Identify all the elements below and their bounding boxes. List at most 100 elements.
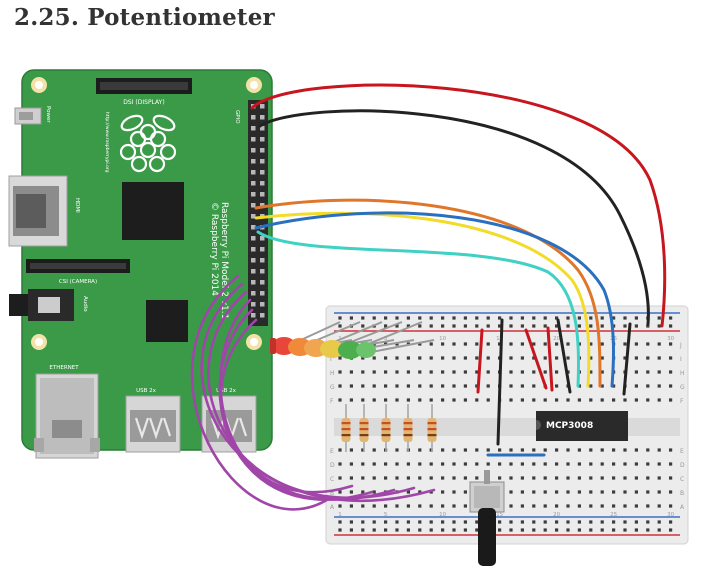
breadboard-hole	[577, 462, 581, 466]
breadboard-hole	[634, 520, 638, 524]
breadboard-hole	[509, 356, 513, 360]
audio-label: Audio	[82, 296, 88, 312]
gpio-pin	[251, 258, 256, 263]
breadboard-hole	[361, 528, 365, 532]
breadboard-hole	[452, 476, 456, 480]
breadboard-hole	[486, 384, 490, 388]
breadboard-hole	[338, 370, 342, 374]
breadboard-hole	[520, 520, 524, 524]
breadboard-hole	[418, 384, 422, 388]
breadboard-hole	[384, 370, 388, 374]
breadboard-hole	[349, 384, 353, 388]
breadboard-hole	[623, 520, 627, 524]
breadboard-hole	[669, 356, 673, 360]
breadboard-hole	[384, 356, 388, 360]
breadboard-hole	[532, 490, 536, 494]
gpio-pin	[260, 203, 265, 208]
breadboard-hole	[372, 476, 376, 480]
breadboard-hole	[657, 490, 661, 494]
gpio-pin	[251, 126, 256, 131]
breadboard-hole	[452, 384, 456, 388]
breadboard-hole	[555, 324, 559, 328]
breadboard-hole	[657, 370, 661, 374]
row-label: C	[680, 476, 684, 483]
breadboard-hole	[441, 490, 445, 494]
breadboard-hole	[429, 342, 433, 346]
breadboard-hole	[600, 520, 604, 524]
breadboard-hole	[406, 476, 410, 480]
breadboard-hole	[441, 504, 445, 508]
row-label: I	[330, 356, 332, 363]
breadboard-hole	[589, 316, 593, 320]
breadboard-hole	[361, 520, 365, 524]
red-wire	[250, 83, 667, 328]
breadboard-hole	[349, 448, 353, 452]
breadboard-hole	[634, 370, 638, 374]
red-jumper	[476, 328, 484, 394]
breadboard-hole	[498, 316, 502, 320]
gpio-pin	[251, 269, 256, 274]
resistor-band	[341, 434, 351, 437]
breadboard-hole	[349, 370, 353, 374]
breadboard-hole	[372, 398, 376, 402]
breadboard-hole	[566, 476, 570, 480]
long-wires	[250, 83, 667, 396]
breadboard-hole	[520, 448, 524, 452]
breadboard-hole	[623, 342, 627, 346]
column-number: 5	[384, 512, 388, 518]
breadboard-hole	[384, 476, 388, 480]
column-number: 30	[667, 336, 674, 342]
mcp3008-chip: MCP3008	[536, 411, 628, 441]
breadboard-hole	[372, 520, 376, 524]
gpio-pin	[251, 159, 256, 164]
breadboard-hole	[543, 356, 547, 360]
gpio-pin	[260, 104, 265, 109]
breadboard-hole	[349, 398, 353, 402]
column-number: 10	[439, 336, 446, 342]
breadboard-hole	[657, 356, 661, 360]
breadboard-hole	[475, 316, 479, 320]
resistor-band	[427, 434, 437, 437]
breadboard-hole	[589, 448, 593, 452]
breadboard-hole	[338, 316, 342, 320]
breadboard-hole	[509, 462, 513, 466]
breadboard-hole	[429, 324, 433, 328]
breadboard-hole	[657, 504, 661, 508]
breadboard-hole	[418, 504, 422, 508]
breadboard-hole	[543, 316, 547, 320]
breadboard-hole	[669, 316, 673, 320]
row-label: F	[330, 398, 334, 405]
breadboard-hole	[577, 504, 581, 508]
breadboard-hole	[418, 316, 422, 320]
breadboard-hole	[520, 370, 524, 374]
breadboard-hole	[646, 490, 650, 494]
breadboard-hole	[338, 324, 342, 328]
breadboard-hole	[532, 342, 536, 346]
row-label: G	[330, 384, 335, 391]
usb2-label: USB 2x	[216, 388, 237, 394]
breadboard-hole	[384, 398, 388, 402]
breadboard-hole	[486, 448, 490, 452]
potentiometer-knob[interactable]	[478, 508, 496, 566]
row-label: F	[680, 398, 684, 405]
breadboard-hole	[623, 462, 627, 466]
row-label: D	[330, 462, 335, 469]
breadboard-hole	[543, 398, 547, 402]
breadboard-hole	[463, 476, 467, 480]
breadboard-hole	[555, 342, 559, 346]
breadboard-hole	[406, 520, 410, 524]
column-number: 15	[496, 336, 503, 342]
breadboard-hole	[566, 520, 570, 524]
breadboard-hole	[418, 490, 422, 494]
gpio-pin	[251, 137, 256, 142]
teal-wire	[256, 230, 581, 388]
breadboard-hole	[657, 398, 661, 402]
row-label: G	[680, 384, 685, 391]
breadboard-hole	[349, 462, 353, 466]
breadboard-hole	[646, 528, 650, 532]
breadboard-hole	[532, 520, 536, 524]
breadboard-hole	[361, 476, 365, 480]
breadboard-hole	[441, 316, 445, 320]
breadboard-hole	[463, 316, 467, 320]
breadboard-hole	[406, 504, 410, 508]
